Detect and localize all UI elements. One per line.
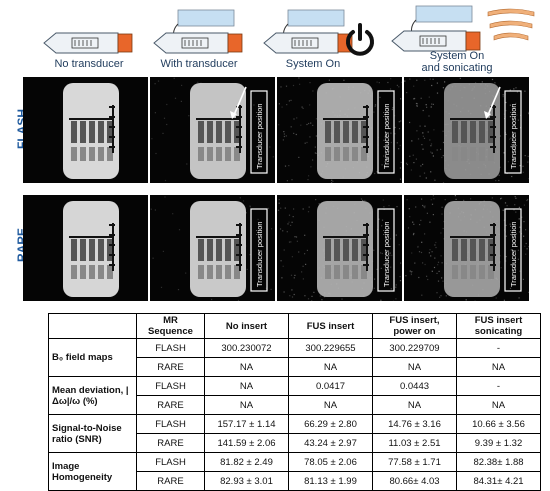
value-cell: 141.59 ± 2.06 xyxy=(205,434,289,453)
value-cell: NA xyxy=(373,396,457,415)
mr-phantom-svg xyxy=(23,77,148,183)
power-icon xyxy=(344,22,376,58)
value-cell: 77.58 ± 1.71 xyxy=(373,453,457,472)
value-cell: NA xyxy=(457,396,541,415)
sequence-cell: RARE xyxy=(137,434,205,453)
table-row: Signal-to-Noise ratio (SNR)FLASH157.17 ±… xyxy=(49,415,541,434)
mr-image-rare-no-transducer xyxy=(23,195,148,301)
results-table: MR Sequence No insert FUS insert FUS ins… xyxy=(48,313,541,491)
header-no-insert: No insert xyxy=(205,314,289,339)
header-cell xyxy=(49,314,137,339)
transducer-position-label: Transducer position xyxy=(255,103,264,169)
transducer-position-label: Transducer position xyxy=(509,221,518,287)
value-cell: 300.229655 xyxy=(289,339,373,358)
tube-sonicating-icon xyxy=(388,4,538,56)
mr-image-flash-system-on: Transducer position xyxy=(277,77,402,183)
condition-label-sonicating: System On and sonicating xyxy=(402,50,512,74)
mr-image-rare-system-on: Transducer position xyxy=(277,195,402,301)
sequence-cell: RARE xyxy=(137,358,205,377)
value-cell: 300.229709 xyxy=(373,339,457,358)
parameter-cell: B₀ field maps xyxy=(49,339,137,377)
value-cell: 84.31± 4.21 xyxy=(457,472,541,491)
mr-phantom-svg: Transducer position xyxy=(404,77,529,183)
mr-phantom-svg: Transducer position xyxy=(277,195,402,301)
value-cell: 43.24 ± 2.97 xyxy=(289,434,373,453)
transducer-position-label: Transducer position xyxy=(382,103,391,169)
mr-image-flash-with-transducer: Transducer position xyxy=(150,77,275,183)
header-fus-sonicating: FUS insert sonicating xyxy=(457,314,541,339)
mr-image-rare-with-transducer: Transducer position xyxy=(150,195,275,301)
sequence-cell: RARE xyxy=(137,396,205,415)
mr-phantom-svg: Transducer position xyxy=(277,77,402,183)
sequence-cell: FLASH xyxy=(137,377,205,396)
value-cell: NA xyxy=(205,377,289,396)
value-cell: 66.29 ± 2.80 xyxy=(289,415,373,434)
header-fus-insert: FUS insert xyxy=(289,314,373,339)
value-cell: 157.17 ± 1.14 xyxy=(205,415,289,434)
value-cell: NA xyxy=(205,358,289,377)
header-mr-sequence: MR Sequence xyxy=(137,314,205,339)
transducer-position-label: Transducer position xyxy=(509,103,518,169)
parameter-cell: Mean deviation, |Δω|/ω (%) xyxy=(49,377,137,415)
transducer-position-label: Transducer position xyxy=(255,221,264,287)
value-cell: 81.13 ± 1.99 xyxy=(289,472,373,491)
mr-phantom-svg xyxy=(23,195,148,301)
table-row: Image HomogeneityFLASH81.82 ± 2.4978.05 … xyxy=(49,453,541,472)
value-cell: 9.39 ± 1.32 xyxy=(457,434,541,453)
value-cell: 11.03 ± 2.51 xyxy=(373,434,457,453)
value-cell: - xyxy=(457,377,541,396)
value-cell: NA xyxy=(457,358,541,377)
condition-label-no-transducer: No transducer xyxy=(34,58,144,70)
parameter-cell: Signal-to-Noise ratio (SNR) xyxy=(49,415,137,453)
sequence-cell: FLASH xyxy=(137,453,205,472)
mr-image-flash-sonicating: Transducer position xyxy=(404,77,529,183)
mr-phantom-svg: Transducer position xyxy=(150,77,275,183)
condition-label-system-on: System On xyxy=(268,58,358,70)
value-cell: - xyxy=(457,339,541,358)
value-cell: 0.0417 xyxy=(289,377,373,396)
sequence-cell: RARE xyxy=(137,472,205,491)
value-cell: 0.0443 xyxy=(373,377,457,396)
table-header-row: MR Sequence No insert FUS insert FUS ins… xyxy=(49,314,541,339)
tube-no-transducer-icon xyxy=(42,28,134,58)
table-row: Mean deviation, |Δω|/ω (%)FLASHNA0.04170… xyxy=(49,377,541,396)
sequence-cell: FLASH xyxy=(137,339,205,358)
table-row: B₀ field mapsFLASH300.230072300.22965530… xyxy=(49,339,541,358)
value-cell: 81.82 ± 2.49 xyxy=(205,453,289,472)
condition-label-with-transducer: With transducer xyxy=(144,58,254,70)
mr-image-flash-no-transducer xyxy=(23,77,148,183)
value-cell: NA xyxy=(205,396,289,415)
table-body: B₀ field mapsFLASH300.230072300.22965530… xyxy=(49,339,541,491)
value-cell: 80.66± 4.03 xyxy=(373,472,457,491)
value-cell: 10.66 ± 3.56 xyxy=(457,415,541,434)
value-cell: 300.230072 xyxy=(205,339,289,358)
header-fus-power-on: FUS insert, power on xyxy=(373,314,457,339)
value-cell: NA xyxy=(373,358,457,377)
value-cell: 14.76 ± 3.16 xyxy=(373,415,457,434)
value-cell: 78.05 ± 2.06 xyxy=(289,453,373,472)
value-cell: NA xyxy=(289,396,373,415)
tube-with-transducer-icon xyxy=(152,8,247,58)
sequence-cell: FLASH xyxy=(137,415,205,434)
value-cell: 82.38± 1.88 xyxy=(457,453,541,472)
mr-image-rare-sonicating: Transducer position xyxy=(404,195,529,301)
value-cell: NA xyxy=(289,358,373,377)
mr-phantom-svg: Transducer position xyxy=(404,195,529,301)
mr-phantom-svg: Transducer position xyxy=(150,195,275,301)
parameter-cell: Image Homogeneity xyxy=(49,453,137,491)
value-cell: 82.93 ± 3.01 xyxy=(205,472,289,491)
transducer-position-label: Transducer position xyxy=(382,221,391,287)
